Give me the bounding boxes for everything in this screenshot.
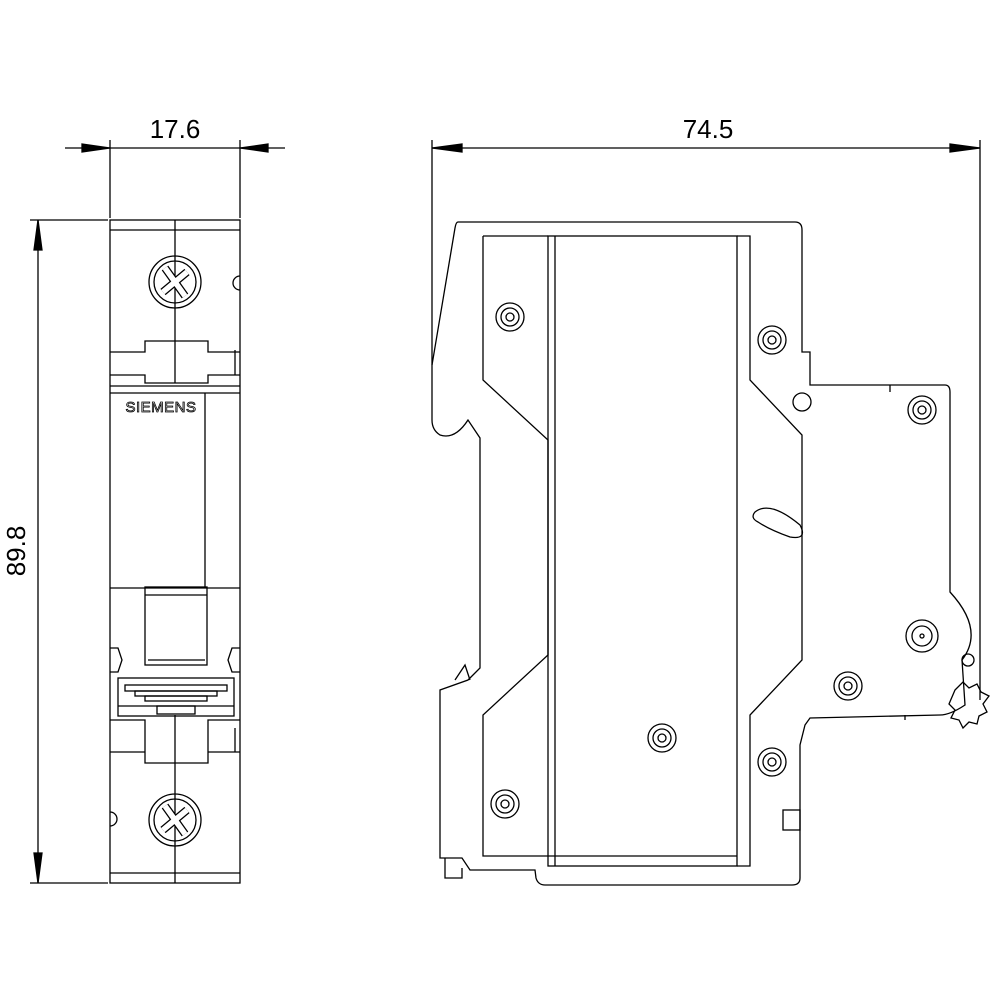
- width-dimension: [65, 140, 285, 218]
- side-body: [431, 221, 990, 886]
- rivet-icon: [833, 671, 863, 701]
- rivet-icon: [907, 395, 937, 425]
- width-dimension-label: 17.6: [150, 114, 201, 144]
- bottom-terminal-screw-icon: [148, 793, 202, 847]
- depth-dimension: [431, 140, 981, 700]
- top-terminal-screw-icon: [148, 255, 202, 309]
- front-view: 17.6 89.8: [1, 114, 285, 884]
- rivet-icon: [495, 302, 525, 332]
- front-body: [109, 219, 241, 884]
- rivet-icons: [490, 302, 939, 819]
- rivet-icon: [490, 789, 520, 819]
- rivet-icon: [757, 747, 787, 777]
- height-dimension: [30, 219, 108, 884]
- pivot-icon: [905, 619, 939, 653]
- height-dimension-label: 89.8: [1, 526, 31, 577]
- hole-icon: [792, 392, 812, 412]
- brand-label: SIEMENS: [125, 399, 196, 416]
- side-view: 74.5: [431, 114, 990, 886]
- rivet-icon: [757, 325, 787, 355]
- depth-dimension-label: 74.5: [683, 114, 734, 144]
- rivet-icon: [647, 723, 677, 753]
